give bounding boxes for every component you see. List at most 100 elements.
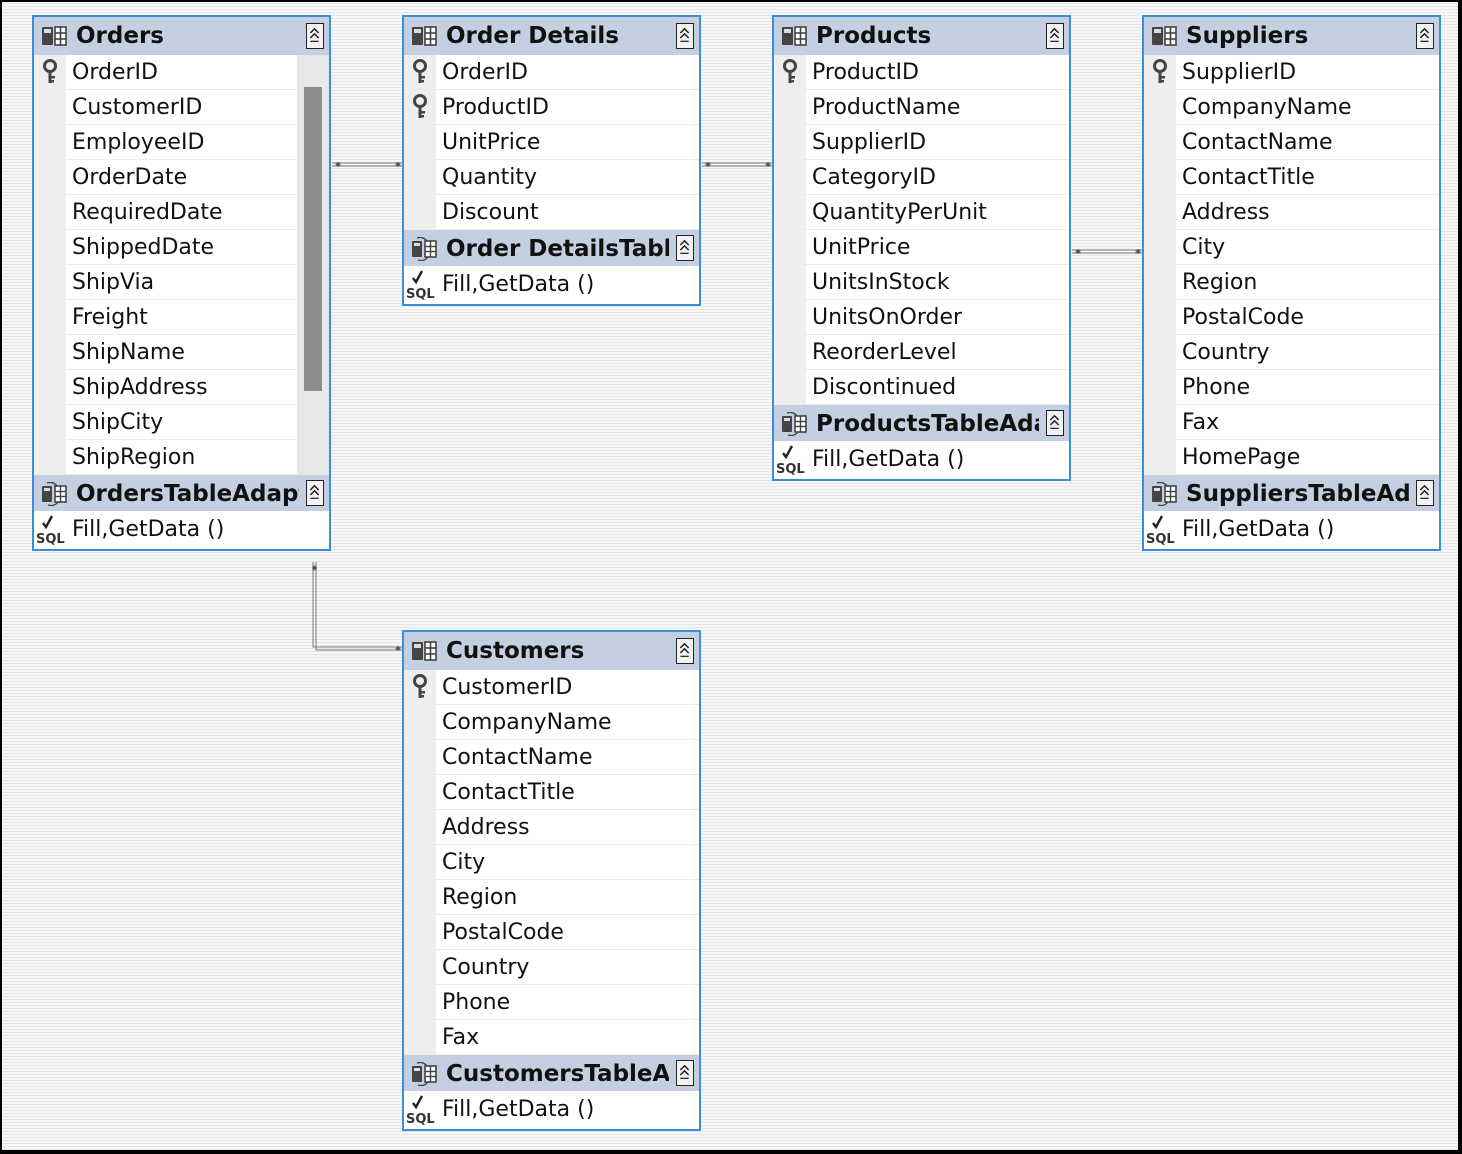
column-row[interactable]: UnitsInStock xyxy=(774,265,1069,300)
column-row[interactable]: RequiredDate xyxy=(34,195,329,230)
collapse-chevron-icon[interactable] xyxy=(676,23,694,49)
column-row[interactable]: City xyxy=(404,845,699,880)
relation-orders-customers[interactable] xyxy=(312,562,404,651)
scrollbar[interactable] xyxy=(297,55,329,475)
column-row[interactable]: ShipName xyxy=(34,335,329,370)
column-row[interactable]: ProductID xyxy=(404,90,699,125)
column-name: PostalCode xyxy=(1182,305,1304,330)
column-row[interactable]: OrderID xyxy=(404,55,699,90)
column-row[interactable]: Discontinued xyxy=(774,370,1069,405)
column-row[interactable]: Fax xyxy=(404,1020,699,1055)
collapse-chevron-icon[interactable] xyxy=(676,638,694,664)
column-row[interactable]: UnitPrice xyxy=(774,230,1069,265)
scrollbar-thumb[interactable] xyxy=(304,87,322,391)
relation-orderdetails-products[interactable] xyxy=(702,162,773,167)
tableadapter-header[interactable]: CustomersTableAda xyxy=(404,1055,699,1091)
column-name: ReorderLevel xyxy=(812,340,957,365)
table-header[interactable]: Suppliers xyxy=(1144,17,1439,55)
row-gutter xyxy=(34,300,66,334)
column-row[interactable]: Phone xyxy=(1144,370,1439,405)
tableadapter-header[interactable]: SuppliersTableAdap xyxy=(1144,475,1439,511)
column-row[interactable]: Fax xyxy=(1144,405,1439,440)
column-row[interactable]: CompanyName xyxy=(1144,90,1439,125)
column-row[interactable]: Address xyxy=(404,810,699,845)
column-row[interactable]: Phone xyxy=(404,985,699,1020)
column-row[interactable]: Address xyxy=(1144,195,1439,230)
relation-orders-orderdetails[interactable] xyxy=(332,162,403,167)
column-row[interactable]: EmployeeID xyxy=(34,125,329,160)
column-row[interactable]: SupplierID xyxy=(774,125,1069,160)
tableadapter-header[interactable]: Order DetailsTableA xyxy=(404,230,699,266)
query-row[interactable]: SQL Fill,GetData () xyxy=(404,266,699,304)
row-gutter xyxy=(34,335,66,369)
query-row[interactable]: SQL Fill,GetData () xyxy=(1144,511,1439,549)
primary-key-icon xyxy=(783,59,797,83)
query-row[interactable]: SQL Fill,GetData () xyxy=(404,1091,699,1129)
column-row[interactable]: CustomerID xyxy=(34,90,329,125)
column-row[interactable]: ReorderLevel xyxy=(774,335,1069,370)
tableadapter-header[interactable]: OrdersTableAdapter xyxy=(34,475,329,511)
query-row[interactable]: SQL Fill,GetData () xyxy=(34,511,329,549)
column-row[interactable]: ProductID xyxy=(774,55,1069,90)
column-row[interactable]: Quantity xyxy=(404,160,699,195)
column-row[interactable]: ShipAddress xyxy=(34,370,329,405)
column-row[interactable]: CompanyName xyxy=(404,705,699,740)
column-row[interactable]: Country xyxy=(404,950,699,985)
column-row[interactable]: CustomerID xyxy=(404,670,699,705)
column-row[interactable]: PostalCode xyxy=(404,915,699,950)
collapse-chevron-icon[interactable] xyxy=(676,1060,694,1086)
collapse-chevron-icon[interactable] xyxy=(676,235,694,261)
row-gutter xyxy=(34,405,66,439)
row-gutter xyxy=(404,125,436,159)
row-gutter xyxy=(774,370,806,404)
column-row[interactable]: HomePage xyxy=(1144,440,1439,475)
tableadapter-header[interactable]: ProductsTableAdapt xyxy=(774,405,1069,441)
column-row[interactable]: ShipVia xyxy=(34,265,329,300)
collapse-chevron-icon[interactable] xyxy=(306,480,324,506)
column-row[interactable]: ProductName xyxy=(774,90,1069,125)
column-row[interactable]: Country xyxy=(1144,335,1439,370)
column-row[interactable]: Discount xyxy=(404,195,699,230)
column-row[interactable]: Freight xyxy=(34,300,329,335)
relation-products-suppliers[interactable] xyxy=(1072,249,1143,254)
table-header[interactable]: Order Details xyxy=(404,17,699,55)
table-header[interactable]: Orders xyxy=(34,17,329,55)
column-row[interactable]: ContactName xyxy=(404,740,699,775)
column-row[interactable]: ContactTitle xyxy=(1144,160,1439,195)
column-row[interactable]: ShippedDate xyxy=(34,230,329,265)
primary-key-icon xyxy=(1153,59,1167,83)
query-row[interactable]: SQL Fill,GetData () xyxy=(774,441,1069,479)
column-row[interactable]: ContactTitle xyxy=(404,775,699,810)
row-gutter xyxy=(1144,370,1176,404)
column-row[interactable]: ShipCity xyxy=(34,405,329,440)
column-name: ProductID xyxy=(812,60,919,85)
column-row[interactable]: PostalCode xyxy=(1144,300,1439,335)
column-row[interactable]: ContactName xyxy=(1144,125,1439,160)
collapse-chevron-icon[interactable] xyxy=(306,23,324,49)
table-header[interactable]: Products xyxy=(774,17,1069,55)
column-row[interactable]: SupplierID xyxy=(1144,55,1439,90)
collapse-chevron-icon[interactable] xyxy=(1416,480,1434,506)
column-row[interactable]: OrderDate xyxy=(34,160,329,195)
column-row[interactable]: UnitsOnOrder xyxy=(774,300,1069,335)
column-row[interactable]: OrderID xyxy=(34,55,329,90)
collapse-chevron-icon[interactable] xyxy=(1046,410,1064,436)
collapse-chevron-icon[interactable] xyxy=(1416,23,1434,49)
column-row[interactable]: UnitPrice xyxy=(404,125,699,160)
table-header[interactable]: Customers xyxy=(404,632,699,670)
column-name: UnitsInStock xyxy=(812,270,950,295)
column-row[interactable]: QuantityPerUnit xyxy=(774,195,1069,230)
column-row[interactable]: CategoryID xyxy=(774,160,1069,195)
column-row[interactable]: City xyxy=(1144,230,1439,265)
column-name: ShipCity xyxy=(72,410,164,435)
column-row[interactable]: ShipRegion xyxy=(34,440,329,475)
column-row[interactable]: Region xyxy=(1144,265,1439,300)
column-row[interactable]: Region xyxy=(404,880,699,915)
collapse-chevron-icon[interactable] xyxy=(1046,23,1064,49)
